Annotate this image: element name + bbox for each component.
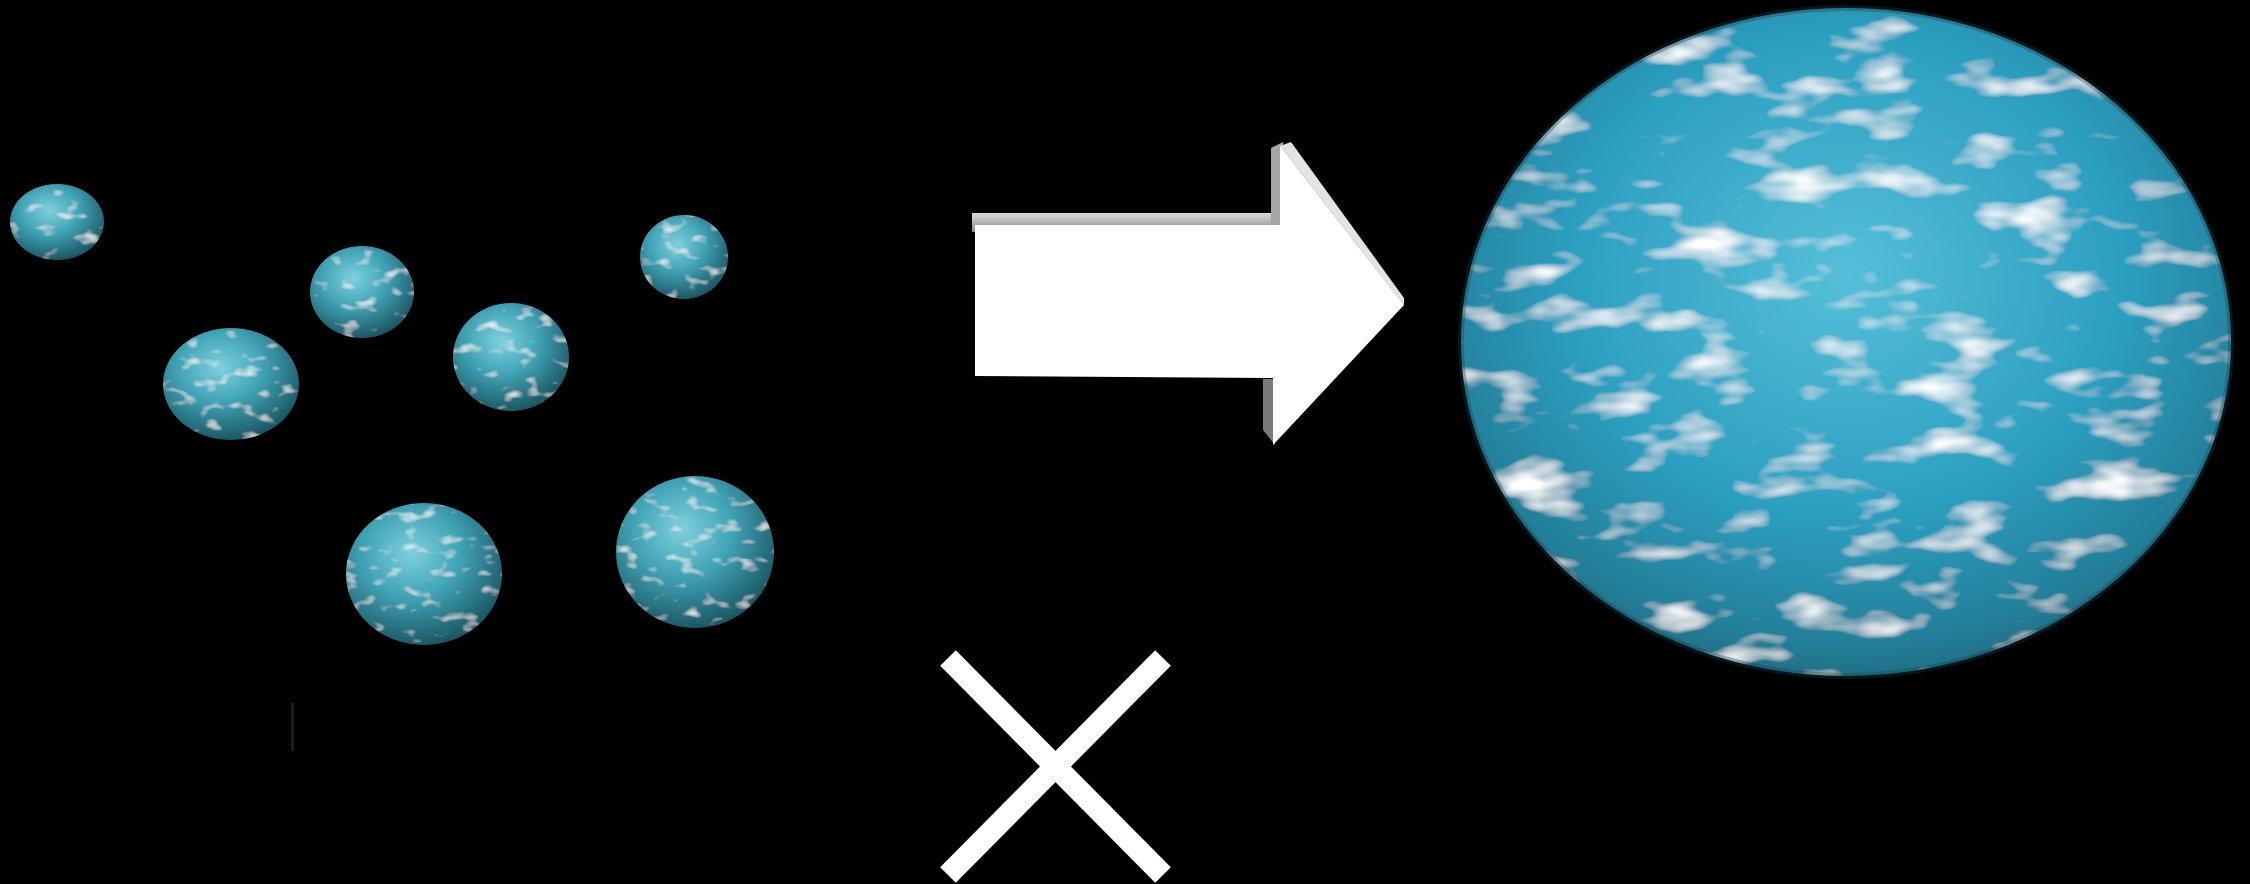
small-droplet xyxy=(346,503,502,645)
small-droplet xyxy=(453,303,569,411)
small-droplet xyxy=(616,476,774,628)
large-droplet xyxy=(1461,8,2231,676)
stray-mark xyxy=(291,703,294,751)
small-droplet xyxy=(163,328,299,440)
small-droplets-group xyxy=(10,184,774,645)
right-arrow-icon xyxy=(972,142,1404,445)
small-droplet xyxy=(640,215,728,299)
cross-icon xyxy=(948,658,1163,875)
small-droplet xyxy=(310,246,414,338)
small-droplet xyxy=(10,184,104,260)
